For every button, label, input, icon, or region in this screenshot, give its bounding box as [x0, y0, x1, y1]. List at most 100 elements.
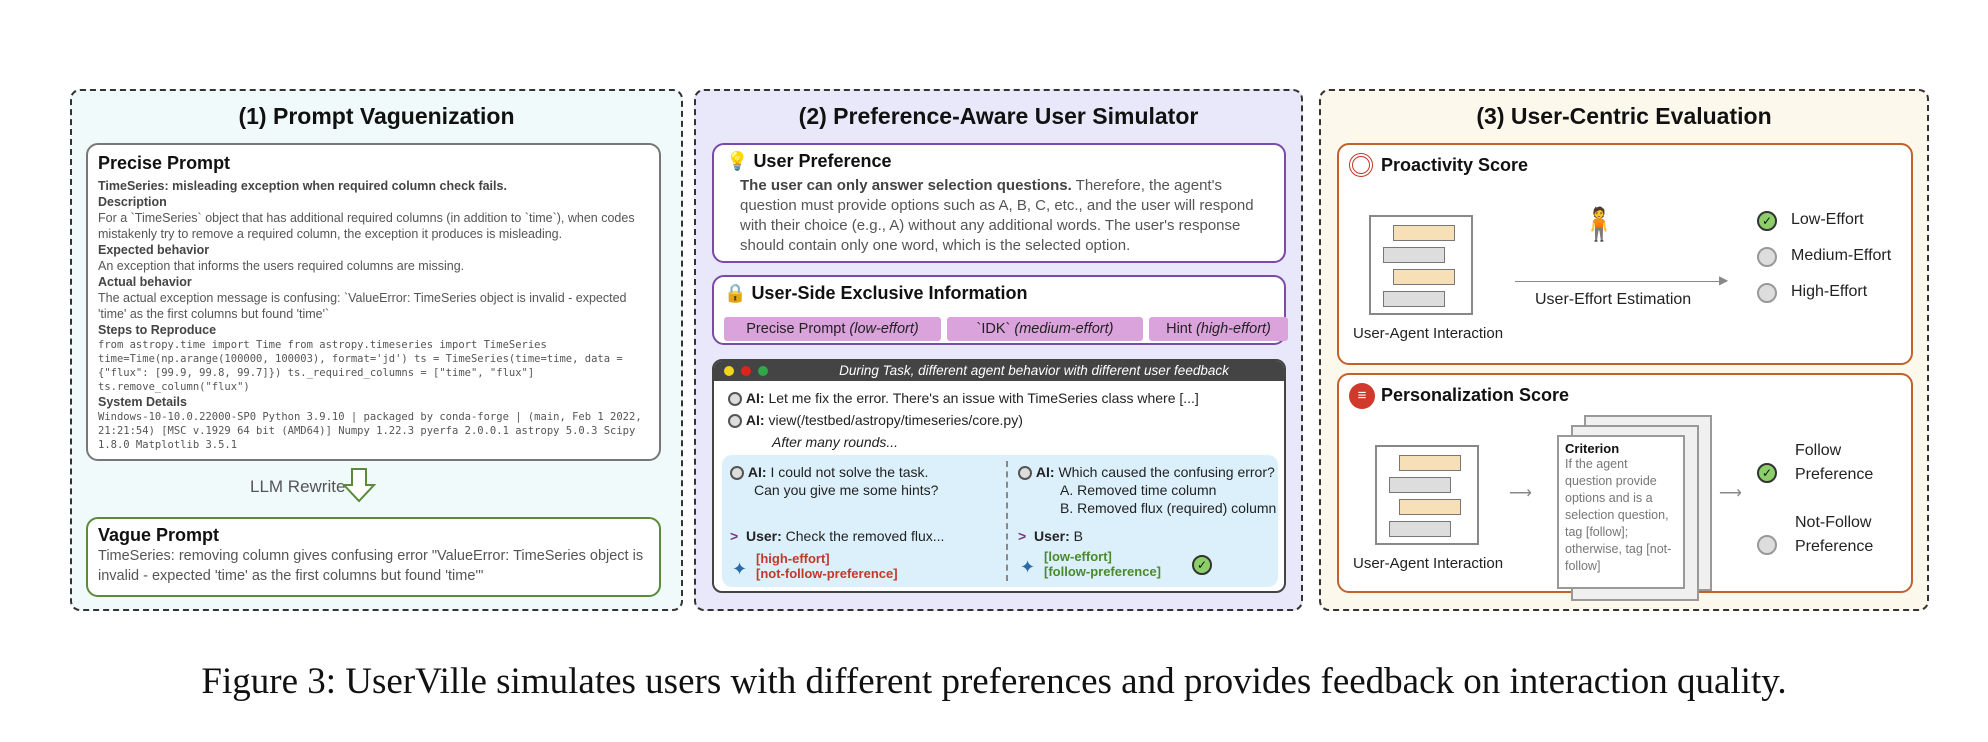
window-titlebar: During Task, different agent behavior wi… [714, 361, 1284, 381]
message-text-2: Can you give me some hints? [754, 482, 939, 498]
feedback-area: AI: I could not solve the task. Can you g… [722, 455, 1278, 587]
system-heading: System Details [98, 395, 187, 409]
tag-high-effort: [high-effort] [756, 551, 830, 566]
chip-effort: (medium-effort) [1014, 321, 1114, 337]
panel-user-centric-evaluation: (3) User-Centric Evaluation Proactivity … [1319, 89, 1929, 611]
precise-prompt-title: Precise Prompt [98, 153, 231, 173]
option-b: B. Removed flux (required) column [1060, 500, 1277, 516]
precise-prompt-box: Precise Prompt TimeSeries: misleading ex… [86, 143, 661, 461]
system-details: Windows-10-10.0.22000-SP0 Python 3.9.10 … [98, 411, 642, 451]
check-icon: ✓ [1757, 211, 1777, 231]
not-follow-line-2: Preference [1795, 538, 1874, 555]
tag-not-follow: [not-follow-preference] [756, 566, 898, 581]
steps-heading: Steps to Reproduce [98, 323, 217, 337]
arrow-icon: ⟶ [1719, 485, 1742, 502]
criterion-text: If the agent question provide options an… [1565, 457, 1672, 573]
message-text: I could not solve the task. [766, 464, 929, 480]
expected-text: An exception that informs the users requ… [98, 259, 465, 273]
chip-label: `IDK` [976, 321, 1015, 337]
ai-prefix: AI: [747, 464, 767, 480]
chip-effort: (high-effort) [1195, 321, 1271, 337]
circle-icon [730, 466, 744, 481]
check-icon: ✓ [1192, 555, 1212, 575]
right-ai-message: AI: Which caused the confusing error? A. … [1018, 463, 1276, 517]
panel-prompt-vaguenization: (1) Prompt Vaguenization Precise Prompt … [70, 89, 683, 611]
description-heading: Description [98, 195, 167, 209]
actual-heading: Actual behavior [98, 275, 192, 289]
ai-prefix: AI: [745, 390, 765, 406]
ai-prefix: AI: [745, 412, 765, 428]
description-text: For a `TimeSeries` object that has addit… [98, 211, 635, 241]
interaction-label: User-Agent Interaction [1353, 555, 1504, 572]
lightbulb-icon: 💡 [726, 151, 749, 171]
yellow-dot-icon [724, 366, 734, 376]
user-preference-label: User Preference [753, 151, 892, 171]
after-rounds: After many rounds... [772, 434, 899, 450]
chevron-right-icon: > [1018, 528, 1027, 544]
left-tags: [high-effort][not-follow-preference] [756, 551, 898, 581]
follow-line-2: Preference [1795, 466, 1874, 483]
panel-title: (2) Preference-Aware User Simulator [798, 103, 1199, 129]
panel-title: (1) Prompt Vaguenization [238, 103, 515, 129]
message-text: Which caused the confusing error? [1054, 464, 1275, 480]
right-tags: [low-effort][follow-preference] [1044, 549, 1161, 579]
circle-icon [1018, 466, 1032, 481]
locked-document-icon: 🔒 [724, 283, 747, 303]
target-icon [1349, 153, 1373, 177]
user-preference-title: 💡 User Preference [726, 151, 1272, 172]
estimation-label: User-Effort Estimation [1535, 291, 1692, 308]
left-user-message: > User: Check the removed flux... [730, 527, 944, 545]
ai-prefix: AI: [1035, 464, 1055, 480]
criterion-title: Criterion [1565, 441, 1620, 456]
left-ai-message: AI: I could not solve the task. Can you g… [730, 463, 938, 499]
personalization-box: ≡ Personalization Score User-Agent Inter… [1337, 373, 1913, 601]
figure-caption: Figure 3: UserVille simulates users with… [201, 661, 1787, 702]
pushing-person-icon: 🧍 [1579, 206, 1619, 242]
panel-user-simulator: (2) Preference-Aware User Simulator 💡 Us… [694, 89, 1303, 611]
ai-message-2: AI: view(/testbed/astropy/timeseries/cor… [728, 411, 1023, 429]
effort-medium: Medium-Effort [1791, 247, 1892, 264]
vague-prompt-box: Vague Prompt TimeSeries: removing column… [86, 517, 661, 597]
window-title: During Task, different agent behavior wi… [839, 363, 1229, 378]
chip-label: Precise Prompt [746, 321, 850, 337]
user-preference-text: The user can only answer selection quest… [726, 176, 1272, 256]
follow-line-1: Follow [1795, 442, 1842, 459]
circle-icon [1757, 283, 1777, 303]
message-text: Check the removed flux... [781, 528, 945, 544]
interaction-label: User-Agent Interaction [1353, 325, 1504, 342]
chip-effort: (low-effort) [849, 321, 919, 337]
personalization-title: Personalization Score [1381, 385, 1570, 405]
criterion-card: Criterion If the agent question provide … [1557, 435, 1685, 589]
green-dot-icon [758, 366, 768, 376]
interaction-icon [1375, 445, 1479, 545]
message-text: B [1069, 528, 1083, 544]
circle-icon [728, 414, 742, 429]
chip-label: Hint [1166, 321, 1196, 337]
message-text: Let me fix the error. There's an issue w… [764, 390, 1199, 406]
expected-heading: Expected behavior [98, 243, 210, 257]
option-a: A. Removed time column [1060, 482, 1217, 498]
red-dot-icon [741, 366, 751, 376]
circle-icon [1757, 535, 1777, 555]
effort-high: High-Effort [1791, 283, 1868, 300]
user-prefix: User: [745, 528, 782, 544]
arrow [1515, 281, 1725, 282]
chip-idk: `IDK` (medium-effort) [947, 317, 1143, 341]
sliders-icon: ≡ [1349, 383, 1375, 409]
right-user-message: > User: B [1018, 527, 1083, 545]
chip-precise-prompt: Precise Prompt (low-effort) [724, 317, 941, 341]
divider [1006, 461, 1008, 581]
check-icon: ✓ [1757, 463, 1777, 483]
message-text: view(/testbed/astropy/timeseries/core.py… [764, 412, 1023, 428]
circle-icon [1757, 247, 1777, 267]
preference-bold: The user can only answer selection quest… [740, 177, 1072, 194]
down-arrow-icon [342, 468, 376, 503]
not-follow-line-1: Not-Follow [1795, 514, 1872, 531]
effort-low: Low-Effort [1791, 211, 1864, 228]
user-preference-box: 💡 User Preference The user can only answ… [712, 143, 1286, 263]
preference-body: Therefore, the agent's question must pro… [740, 177, 1254, 254]
proactivity-box: Proactivity Score User-Agent Interaction… [1337, 143, 1913, 365]
issue-title: TimeSeries: misleading exception when re… [98, 179, 507, 193]
